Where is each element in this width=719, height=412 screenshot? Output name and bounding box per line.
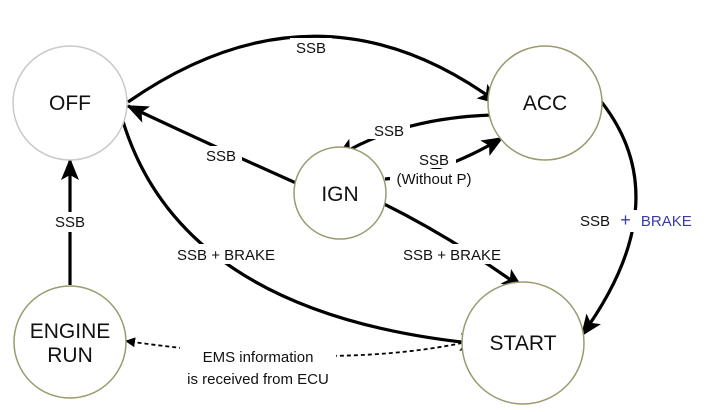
label-ign-to-acc-line1: SSB	[419, 152, 449, 169]
label-off-to-acc: SSB	[296, 40, 326, 57]
state-start-circle	[461, 281, 585, 405]
state-start-label: START	[490, 332, 557, 355]
label-ign-to-start: SSB + BRAKE	[403, 247, 501, 264]
state-engine-run: ENGINE RUN	[13, 285, 127, 399]
label-acc-to-start-ssb: SSB	[580, 213, 610, 230]
edge-off-to-acc	[127, 34, 500, 105]
label-start-to-engine-run-line2: is received from ECU	[187, 371, 329, 388]
state-acc-circle	[487, 45, 603, 161]
state-acc-label: ACC	[523, 92, 567, 115]
state-engine-run-circle	[13, 285, 127, 399]
edge-ign-to-off	[126, 104, 297, 185]
state-ign-label: IGN	[321, 183, 358, 206]
label-start-to-engine-run-line1: EMS information	[203, 349, 314, 366]
label-ign-to-acc-line2: (Without P)	[396, 171, 471, 188]
state-start: START	[461, 281, 585, 405]
state-off-label: OFF	[49, 92, 91, 115]
label-engine-run-to-off: SSB	[55, 214, 85, 231]
state-ign-circle	[293, 146, 387, 240]
label-acc-to-start: SSB + BRAKE	[580, 210, 692, 230]
state-off: OFF	[12, 45, 128, 161]
label-acc-to-start-brake: BRAKE	[641, 213, 692, 230]
state-acc: ACC	[487, 45, 603, 161]
state-off-circle	[12, 45, 128, 161]
label-acc-to-ign: SSB	[374, 123, 404, 140]
label-acc-to-start-plus: +	[620, 210, 631, 230]
label-off-to-start: SSB + BRAKE	[177, 247, 275, 264]
edge-ign-to-start	[375, 198, 524, 290]
edge-acc-to-start	[580, 99, 638, 337]
state-ign: IGN	[293, 146, 387, 240]
edge-off-to-start	[120, 117, 482, 352]
state-engine-run-label-line1: ENGINE	[30, 320, 111, 343]
state-engine-run-label-line2: RUN	[47, 344, 93, 367]
label-ign-to-off: SSB	[206, 148, 236, 165]
